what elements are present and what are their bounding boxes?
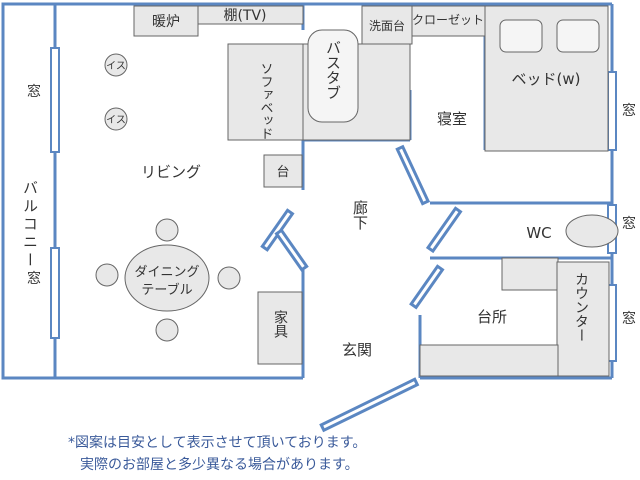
- shelf-label: 棚(TV): [223, 8, 266, 24]
- labels: 窓 窓 窓 窓 窓 バルコニー リビング 寝室 廊下 台所 玄関 WC 暖炉 棚…: [21, 8, 636, 359]
- door-living-lower: [274, 228, 309, 272]
- disclaimer-line-1: *図案は目安として表示させて頂いております。: [68, 435, 367, 451]
- door-bedroom: [395, 144, 431, 206]
- chair-2-shape: [104, 107, 128, 131]
- chair-1-label: イス: [106, 61, 126, 72]
- balcony-outline: [1, 2, 57, 380]
- window-label-right-2: 窓: [622, 215, 636, 232]
- door-entrance: [319, 377, 420, 433]
- closet-label: クローゼット: [412, 13, 484, 27]
- bathtub-shape: [307, 29, 359, 123]
- dining-table-shape: [124, 244, 210, 312]
- window-label-right-3: 窓: [622, 310, 636, 327]
- heater-shape: [133, 5, 199, 37]
- kitchen-sink-shape: [419, 344, 559, 377]
- sofa-bed-label: ソファベッド: [258, 62, 274, 140]
- furniture: [95, 5, 619, 377]
- stand-shape: [263, 154, 303, 188]
- window-frame-left-upper: [50, 47, 60, 153]
- doors: [260, 144, 463, 433]
- door-wc: [425, 206, 463, 254]
- stand-label: 台: [276, 165, 289, 180]
- bathtub-label: バスタブ: [324, 40, 342, 100]
- bedroom-label: 寝室: [437, 110, 467, 128]
- chair-1-shape: [104, 53, 128, 77]
- door-kitchen: [409, 264, 445, 310]
- bed-label: ベッド(w): [512, 70, 581, 88]
- toilet-shape: [565, 214, 619, 248]
- window-label-left-lower: 窓: [27, 270, 41, 287]
- window-label-right-1: 窓: [622, 102, 636, 119]
- kitchen-label: 台所: [477, 308, 507, 326]
- pillow-left: [499, 19, 543, 53]
- closet-shape: [411, 5, 486, 37]
- sofa-bed-shape: [227, 43, 304, 141]
- wc-label: WC: [526, 224, 551, 242]
- disclaimer-line-2: 実際のお部屋と多少異なる場合があります。: [80, 457, 359, 473]
- washbasin-label: 洗面台: [369, 18, 405, 33]
- dining-chair-top: [155, 218, 179, 242]
- window-frame-left-lower: [50, 247, 60, 339]
- counter-label: カウンター: [573, 272, 589, 342]
- dining-chair-left: [95, 263, 119, 287]
- corridor-label: 廊下: [351, 200, 369, 230]
- heater-label: 暖炉: [152, 14, 180, 30]
- dining-table-label-line1: ダイニング: [134, 265, 199, 280]
- pillow-right: [556, 19, 600, 53]
- entrance-label: 玄関: [342, 341, 372, 359]
- cabinet-shape: [257, 291, 303, 365]
- balcony-label: バルコニー: [21, 180, 39, 270]
- window-frame-right-1: [607, 71, 617, 151]
- chair-2-label: イス: [106, 115, 126, 126]
- kitchen-shelf-shape: [501, 257, 559, 291]
- counter-shape: [556, 261, 610, 377]
- dining-table-label-line2: テーブル: [141, 282, 192, 298]
- living-label: リビング: [141, 163, 201, 181]
- dining-chair-bottom: [155, 318, 179, 342]
- dining-chair-right: [217, 266, 241, 290]
- shelf-shape: [197, 5, 304, 25]
- cabinet-label: 家具: [272, 309, 288, 338]
- window-label-left-upper: 窓: [27, 83, 41, 100]
